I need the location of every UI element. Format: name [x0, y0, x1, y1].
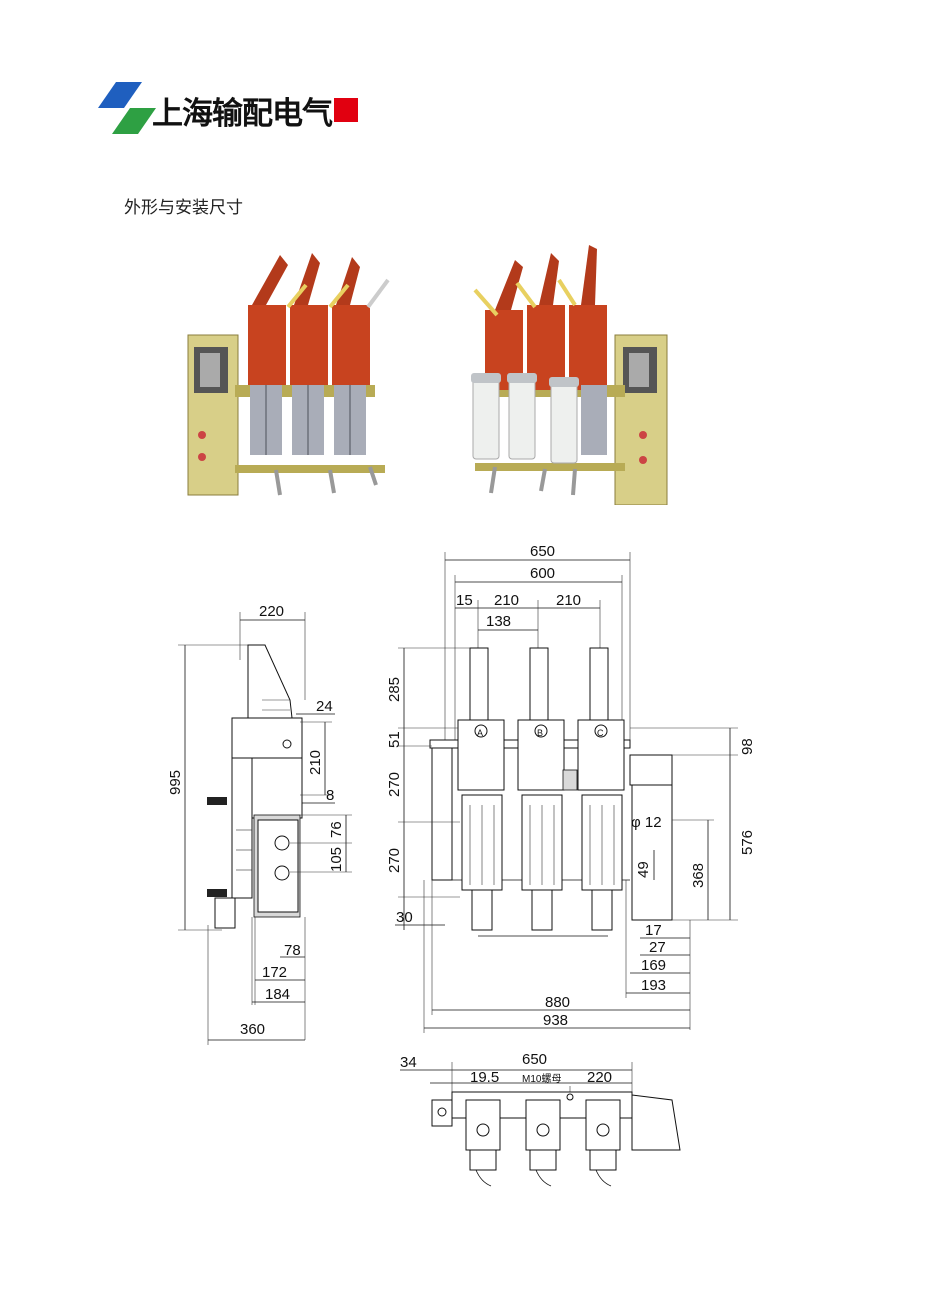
- nut-label: M10螺母: [522, 1073, 561, 1085]
- dim-side-105: 105: [328, 847, 345, 872]
- dim-front-270a: 270: [386, 772, 403, 797]
- logo-red-square: [334, 98, 358, 122]
- phase-a-label: A: [477, 728, 483, 738]
- dim-side-210: 210: [307, 750, 324, 775]
- logo-mark-icon: [98, 82, 156, 134]
- dim-front-210a: 210: [494, 592, 519, 609]
- dim-side-24: 24: [316, 698, 333, 715]
- dim-front-138: 138: [486, 613, 511, 630]
- dim-side-172: 172: [262, 964, 287, 981]
- dim-side-995: 995: [167, 770, 184, 795]
- dim-front-368: 368: [690, 863, 707, 888]
- company-name: 上海输配电气: [152, 96, 333, 132]
- dim-front-51: 51: [386, 731, 403, 748]
- dim-front-650: 650: [530, 543, 555, 560]
- dim-front-phi12: φ 12: [631, 814, 662, 831]
- dim-front-880: 880: [545, 994, 570, 1011]
- section-title: 外形与安装尺寸: [124, 198, 243, 218]
- front-view-drawing: 650 600 15 210 210 138: [386, 543, 756, 1033]
- dim-side-184: 184: [265, 986, 290, 1003]
- top-view-drawing: 34 650 19.5 M10螺母 220: [400, 1051, 681, 1187]
- switch-front-view-photo: [187, 253, 390, 496]
- dim-front-576: 576: [739, 830, 756, 855]
- dim-top-34: 34: [400, 1054, 417, 1071]
- dim-front-169: 169: [641, 957, 666, 974]
- phase-c-label: C: [597, 728, 604, 738]
- dim-front-193: 193: [641, 977, 666, 994]
- dim-front-600: 600: [530, 565, 555, 582]
- dim-top-19-5: 19.5: [470, 1069, 499, 1086]
- dim-side-78: 78: [284, 942, 301, 959]
- dim-front-270b: 270: [386, 848, 403, 873]
- dim-side-8: 8: [326, 787, 334, 804]
- dim-side-76: 76: [328, 821, 345, 838]
- dim-front-98: 98: [739, 738, 756, 755]
- dim-front-30: 30: [396, 909, 413, 926]
- dim-top-220: 220: [587, 1069, 612, 1086]
- dim-front-27: 27: [649, 939, 666, 956]
- dim-front-285: 285: [386, 677, 403, 702]
- phase-b-label: B: [537, 728, 543, 738]
- dim-side-220: 220: [259, 603, 284, 620]
- dim-front-210b: 210: [556, 592, 581, 609]
- dim-top-650: 650: [522, 1051, 547, 1068]
- dim-front-938: 938: [543, 1012, 568, 1029]
- dim-front-15: 15: [456, 592, 473, 609]
- side-view-drawing: 220 995 24 210 8: [167, 603, 352, 1045]
- company-logo: [98, 80, 360, 135]
- switch-rear-view-photo: [471, 245, 668, 505]
- dim-front-49: 49: [635, 861, 652, 878]
- dim-side-360: 360: [240, 1021, 265, 1038]
- dim-front-17: 17: [645, 922, 662, 939]
